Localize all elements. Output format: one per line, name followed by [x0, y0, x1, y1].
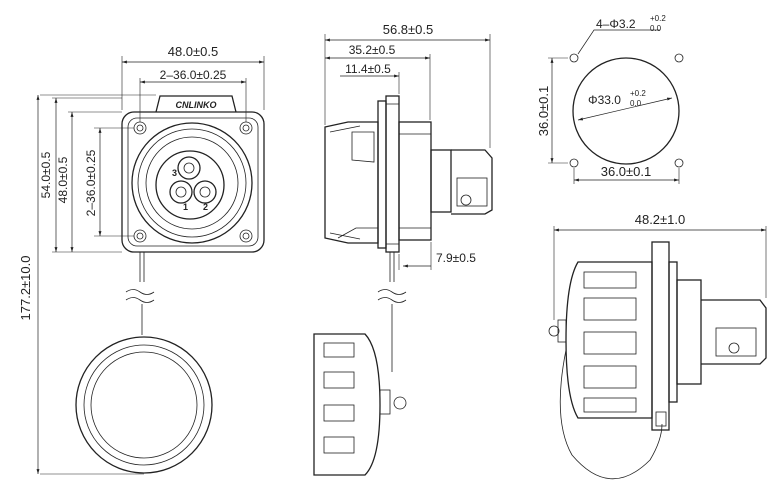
side-nut [398, 121, 432, 241]
cutout-hole [569, 158, 579, 168]
mated-lanyard [559, 349, 663, 480]
dim-front-height: 54.0±0.5 [39, 151, 53, 198]
dim-cutout-diameter-tol-upper: +0.2 [630, 89, 646, 98]
front-view: CNLINKO 3 1 2 [75, 95, 265, 474]
side-gland [430, 149, 452, 213]
mounting-hole [133, 229, 147, 243]
front-dimensions: 48.0±0.5 2–36.0±0.25 177.2±10.0 54.0±0.5… [18, 44, 265, 475]
dim-cutout-diameter-tol-lower: 0.0 [630, 99, 642, 108]
dim-cutout-diameter: Φ33.0 [588, 93, 621, 107]
dim-front-height-inner: 48.0±0.5 [56, 156, 70, 203]
side-gland-tip [451, 149, 493, 215]
mounting-hole [133, 121, 147, 135]
cutout-hole [674, 53, 684, 63]
dim-side-panel: 7.9±0.5 [436, 251, 476, 265]
mated-dimensions: 48.2±1.0 [553, 212, 767, 320]
mounting-hole [239, 229, 253, 243]
mounting-hole [239, 121, 253, 135]
dim-cutout-height: 36.0±0.1 [536, 86, 551, 137]
mated-nut [676, 279, 702, 385]
logo-tab [155, 95, 237, 113]
dim-front-hole-v: 2–36.0±0.25 [84, 149, 98, 216]
lanyard-side [389, 252, 395, 282]
dim-total-length: 177.2±10.0 [18, 256, 33, 321]
dim-side-depth: 35.2±0.5 [349, 43, 396, 57]
side-panel-plate [385, 95, 400, 253]
panel-cutout: 4–Φ3.2 +0.2 0.0 Φ33.0 +0.2 0.0 36.0±0.1 … [536, 14, 684, 184]
front-flange-inner [127, 117, 259, 247]
pin-label: 1 [183, 202, 188, 212]
mated-gland [701, 299, 767, 365]
pin-3-contact [177, 156, 201, 180]
dim-front-width: 48.0±0.5 [168, 44, 219, 59]
side-view [313, 95, 493, 476]
logo-text: CNLINKO [176, 100, 217, 110]
dim-cutout-holes-tol-upper: +0.2 [650, 14, 666, 23]
dim-mated-length: 48.2±1.0 [635, 212, 686, 227]
dim-cutout-width: 36.0±0.1 [601, 164, 652, 179]
cutout-hole [674, 158, 684, 168]
dim-side-total: 56.8±0.5 [383, 22, 434, 37]
cutout-circle [572, 57, 680, 165]
pin-2-contact [193, 180, 217, 204]
dim-front-hole-h: 2–36.0±0.25 [160, 68, 227, 82]
dim-cutout-holes: 4–Φ3.2 [596, 17, 636, 31]
cutout-hole [569, 53, 579, 63]
pins: 3 1 2 [169, 156, 217, 212]
side-rear-body [324, 121, 379, 244]
pin-label: 3 [172, 168, 177, 178]
mated-view [548, 241, 767, 480]
side-dimensions: 56.8±0.5 35.2±0.5 11.4±0.5 7.9±0.5 [324, 22, 491, 270]
front-flange [121, 111, 265, 253]
socket-insert [155, 150, 225, 220]
dust-cap-outer [75, 336, 213, 474]
dim-cutout-holes-tol-lower: 0.0 [650, 24, 662, 33]
mated-cap-body [565, 261, 653, 419]
side-flange [377, 100, 387, 249]
dim-side-flange: 11.4±0.5 [345, 62, 391, 76]
pin-label: 2 [203, 202, 208, 212]
lanyard-front [139, 252, 145, 282]
pin-1-contact [169, 180, 193, 204]
mated-panel-plate [651, 241, 670, 431]
socket-outer-ring [131, 122, 253, 244]
